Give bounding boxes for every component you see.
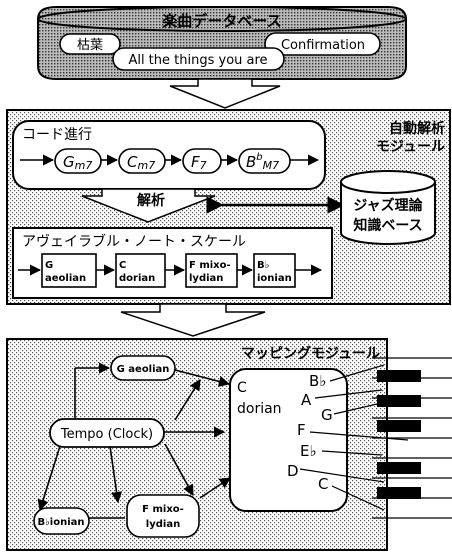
song-chip-all-the-things bbox=[112, 47, 285, 71]
current-scale-root: C bbox=[237, 380, 247, 396]
database-title: 楽曲データベース bbox=[162, 12, 281, 30]
chord-gm7: Gm7 bbox=[54, 148, 102, 174]
svg-text:G aeolian: G aeolian bbox=[117, 364, 170, 375]
black-key bbox=[377, 487, 421, 499]
svg-text:B♭: B♭ bbox=[257, 260, 270, 271]
scale-f-mixolydian: F mixo- lydian bbox=[185, 253, 238, 288]
svg-text:aeolian: aeolian bbox=[45, 273, 86, 284]
analysis-module-title-2: モジュール bbox=[376, 139, 445, 155]
note-label-eb: E♭ bbox=[300, 442, 317, 460]
available-note-scales-title: アヴェイラブル・ノート・スケール bbox=[22, 233, 246, 250]
svg-text:F7: F7 bbox=[191, 153, 207, 172]
arrow-db-to-analysis bbox=[169, 78, 281, 109]
svg-text:dorian: dorian bbox=[119, 273, 155, 284]
analyze-label: 解析 bbox=[137, 192, 165, 209]
current-scale-mode: dorian bbox=[237, 401, 282, 417]
song-chip-kareha bbox=[59, 33, 121, 55]
svg-text:Tempo (Clock): Tempo (Clock) bbox=[60, 427, 153, 442]
jazz-theory-knowledge-base: ジャズ理論 知識ベース bbox=[340, 170, 436, 245]
scale-g-aeolian: G aeolian bbox=[41, 253, 97, 288]
tempo-clock: Tempo (Clock) bbox=[49, 418, 165, 448]
arrow-analysis-to-mapping bbox=[120, 303, 266, 337]
song-chip-confirmation bbox=[264, 32, 381, 56]
svg-text:lydian: lydian bbox=[146, 519, 180, 530]
scale-bb-ionian: B♭ ionian bbox=[253, 253, 296, 288]
note-label-a: A bbox=[301, 391, 312, 409]
knowledge-base-label-1: ジャズ理論 bbox=[353, 197, 423, 214]
svg-text:Cm7: Cm7 bbox=[127, 153, 155, 172]
song-all-the-things: All the things you are bbox=[128, 53, 267, 68]
analysis-module-title-1: 自動解析 bbox=[389, 120, 445, 137]
mapping-module: マッピングモジュール G aeolian Tempo (Clock) B♭ion… bbox=[6, 338, 388, 551]
knowledge-base-label-2: 知識ベース bbox=[353, 217, 422, 234]
note-mapping-lines bbox=[299, 364, 409, 511]
current-scale-c-dorian: C dorian B♭ A G F E♭ D C bbox=[229, 368, 348, 512]
black-key bbox=[377, 395, 421, 407]
black-key bbox=[377, 462, 421, 474]
chord-progression-title: コード進行 bbox=[22, 127, 92, 143]
svg-text:F mixo-: F mixo- bbox=[142, 504, 184, 515]
song-kareha: 枯葉 bbox=[77, 38, 103, 53]
chord-cm7: Cm7 bbox=[118, 148, 166, 174]
note-label-g: G bbox=[321, 406, 333, 424]
analyze-arrow bbox=[81, 188, 216, 223]
svg-text:G: G bbox=[45, 260, 53, 271]
mapping-scale-bb-ionian: B♭ionian bbox=[33, 507, 90, 535]
black-key bbox=[377, 420, 421, 432]
mapping-scale-f-mixolydian: F mixo- lydian bbox=[126, 494, 200, 538]
svg-text:B♭ionian: B♭ionian bbox=[37, 517, 84, 528]
black-key bbox=[377, 370, 421, 382]
scale-c-dorian: C dorian bbox=[115, 253, 166, 288]
note-label-bb: B♭ bbox=[309, 372, 326, 390]
song-database: 楽曲データベース 枯葉 Confirmation All the things … bbox=[37, 6, 407, 80]
piano-keyboard bbox=[372, 357, 452, 519]
song-confirmation: Confirmation bbox=[281, 38, 365, 53]
chord-f7: F7 bbox=[182, 148, 222, 174]
note-label-c: C bbox=[318, 475, 328, 493]
svg-text:BbM7: BbM7 bbox=[246, 152, 279, 172]
mapping-module-title: マッピングモジュール bbox=[241, 345, 380, 362]
svg-text:lydian: lydian bbox=[189, 273, 223, 284]
chord-bbm7: BbM7 bbox=[238, 148, 291, 174]
svg-text:C: C bbox=[119, 260, 126, 271]
svg-text:ionian: ionian bbox=[257, 273, 292, 284]
svg-text:F mixo-: F mixo- bbox=[189, 260, 231, 271]
analysis-module: 自動解析 モジュール コード進行 Gm7 Cm7 F7 BbM7 解析 bbox=[6, 109, 451, 305]
mapping-scale-g-aeolian: G aeolian bbox=[110, 355, 176, 381]
svg-text:Gm7: Gm7 bbox=[63, 153, 92, 172]
note-label-f: F bbox=[297, 421, 306, 439]
note-label-d: D bbox=[287, 462, 299, 480]
